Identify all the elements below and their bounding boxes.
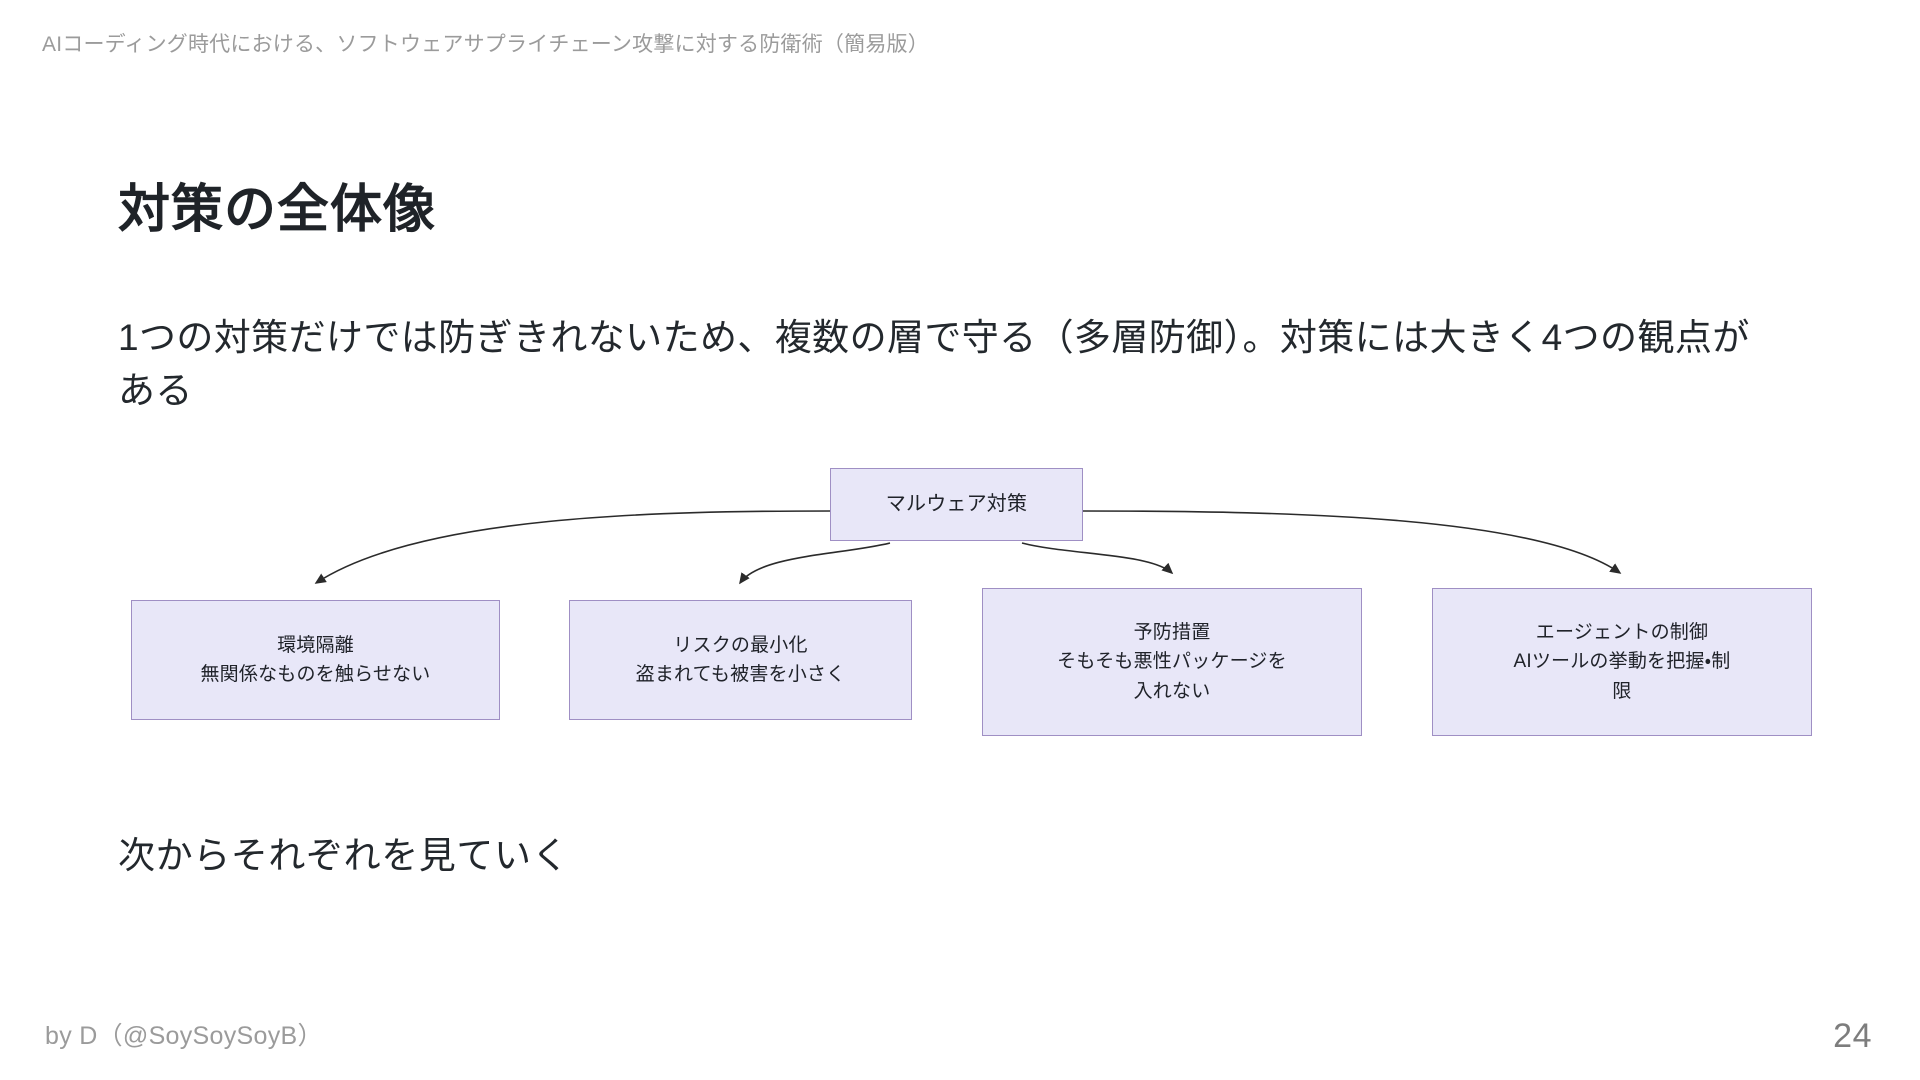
page-title: 対策の全体像 [118, 181, 437, 239]
closing-text: 次からそれぞれを見ていく [118, 835, 570, 876]
node-root-label: マルウェア対策 [885, 493, 1028, 515]
lead-paragraph: 1つの対策だけでは防ぎきれないため、複数の層で守る（多層防御）。対策には大きく4… [118, 317, 1750, 411]
measures-overview-diagram: マルウェア対策 環境隔離 無関係なものを触らせない リスクの最小化 盗まれても被… [0, 455, 1920, 785]
node-agent-detail-line-1: AIツールの挙動を把握・制 [1513, 651, 1731, 673]
slide-header-text: AIコーディング時代における、ソフトウェアサプライチェーン攻撃に対する防衛術（簡… [42, 33, 929, 56]
diagram-node-risk-minimization[interactable]: リスクの最小化 盗まれても被害を小さく [569, 600, 912, 720]
page-number: 24 [1833, 1017, 1872, 1055]
node-agent-detail-line-2: 限 [1612, 680, 1632, 702]
connector-to-agent [1081, 510, 1622, 574]
node-prevention-heading: 予防措置 [1133, 621, 1211, 643]
node-risk-detail: 盗まれても被害を小さく [635, 664, 846, 685]
diagram-connectors [314, 510, 1622, 585]
diagram-node-root[interactable]: マルウェア対策 [830, 468, 1083, 541]
footer-credit: by D（@SoySoySoyB） [45, 1022, 323, 1050]
connector-to-risk [739, 542, 891, 585]
connector-to-prevention [1021, 542, 1174, 575]
node-risk-heading: リスクの最小化 [673, 634, 808, 656]
node-agent-heading: エージェントの制御 [1535, 621, 1709, 643]
diagram-node-prevention[interactable]: 予防措置 そもそも悪性パッケージを 入れない [982, 588, 1362, 736]
node-isolation-heading: 環境隔離 [277, 634, 354, 656]
node-prevention-detail-line-1: そもそも悪性パッケージを [1057, 651, 1287, 673]
diagram-node-agent-control[interactable]: エージェントの制御 AIツールの挙動を把握・制 限 [1432, 588, 1812, 736]
diagram-node-environment-isolation[interactable]: 環境隔離 無関係なものを触らせない [131, 600, 500, 720]
connector-to-isolation [314, 510, 833, 584]
node-isolation-detail: 無関係なものを触らせない [200, 664, 431, 685]
node-prevention-detail-line-2: 入れない [1133, 680, 1211, 702]
